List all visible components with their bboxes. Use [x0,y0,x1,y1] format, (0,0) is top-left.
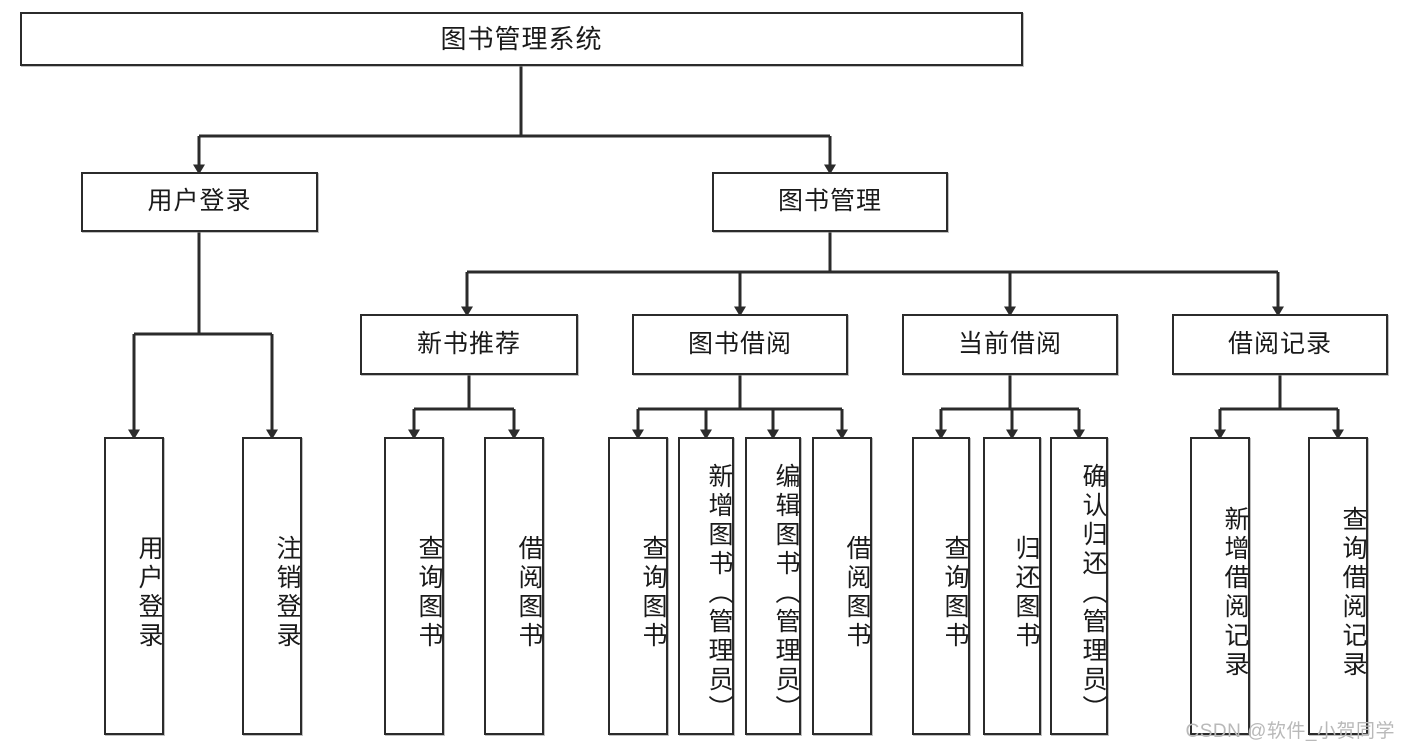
leaf-nb-query-book-label: 查询图书 [415,535,443,651]
node-borrow-record[interactable]: 借阅记录 [1172,314,1388,375]
node-borrow-record-label: 借阅记录 [1227,329,1332,358]
node-new-book-recommend-label: 新书推荐 [416,329,521,358]
leaf-nb-borrow-book-label: 借阅图书 [515,535,543,651]
node-user-login-label: 用户登录 [147,187,252,216]
leaf-bb-query-book[interactable]: 查询图书 [608,437,668,735]
leaf-cb-query-book-label: 查询图书 [941,535,969,651]
leaf-nb-query-book[interactable]: 查询图书 [384,437,444,735]
leaf-user-login[interactable]: 用户登录 [104,437,164,735]
leaf-bb-borrow-book-label: 借阅图书 [843,535,871,651]
node-user-login[interactable]: 用户登录 [81,172,318,232]
leaf-user-login-label: 用户登录 [135,535,163,651]
leaf-bb-add-book-admin-label: 新增图书（管理员） [705,462,733,724]
leaf-cb-return-book[interactable]: 归还图书 [983,437,1041,735]
leaf-br-add-record-label: 新增借阅记录 [1221,506,1249,680]
leaf-logout[interactable]: 注销登录 [242,437,302,735]
leaf-cb-return-book-label: 归还图书 [1012,535,1040,651]
node-book-borrow[interactable]: 图书借阅 [632,314,848,375]
leaf-logout-label: 注销登录 [273,535,301,651]
node-book-management[interactable]: 图书管理 [712,172,948,232]
node-root[interactable]: 图书管理系统 [20,12,1023,66]
leaf-nb-borrow-book[interactable]: 借阅图书 [484,437,544,735]
leaf-cb-confirm-return-admin[interactable]: 确认归还（管理员） [1050,437,1108,735]
leaf-cb-confirm-return-admin-label: 确认归还（管理员） [1079,462,1107,724]
leaf-br-add-record[interactable]: 新增借阅记录 [1190,437,1250,735]
node-book-borrow-label: 图书借阅 [687,329,792,358]
leaf-bb-add-book-admin[interactable]: 新增图书（管理员） [678,437,734,735]
leaf-br-query-record-label: 查询借阅记录 [1339,506,1367,680]
leaf-bb-query-book-label: 查询图书 [639,535,667,651]
leaf-cb-query-book[interactable]: 查询图书 [912,437,970,735]
node-current-borrow-label: 当前借阅 [957,329,1062,358]
leaf-br-query-record[interactable]: 查询借阅记录 [1308,437,1368,735]
node-root-label: 图书管理系统 [440,23,603,54]
leaf-bb-edit-book-admin[interactable]: 编辑图书（管理员） [745,437,801,735]
node-book-management-label: 图书管理 [777,187,882,216]
leaf-bb-edit-book-admin-label: 编辑图书（管理员） [772,462,800,724]
node-new-book-recommend[interactable]: 新书推荐 [360,314,578,375]
node-current-borrow[interactable]: 当前借阅 [902,314,1118,375]
leaf-bb-borrow-book[interactable]: 借阅图书 [812,437,872,735]
watermark: CSDN @软件_小贺同学 [1185,721,1395,742]
